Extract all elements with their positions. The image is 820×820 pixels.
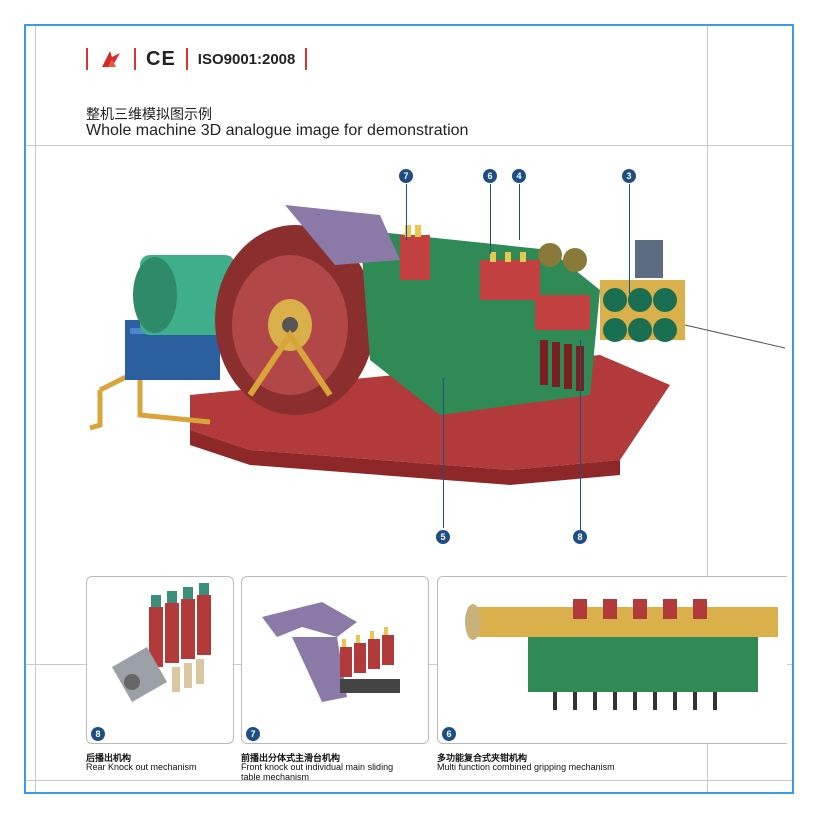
callout-leader-line	[519, 184, 520, 240]
callout-leader-line	[490, 184, 491, 254]
page-title-cn: 整机三维模拟图示例	[86, 106, 212, 122]
rear-knockout-illustration	[112, 583, 211, 702]
front-knockout-illustration	[262, 602, 400, 702]
panel-caption-cn-7: 前播出分体式主滑台机构	[241, 753, 341, 763]
grid-line	[26, 145, 792, 146]
panel-badge-6: 6	[442, 727, 456, 741]
detail-panel-front-knockout: 7	[241, 576, 429, 744]
machine-3d-illustration	[89, 205, 786, 485]
callout-badge-8: 8	[573, 530, 587, 544]
callout-badge-3: 3	[622, 169, 636, 183]
divider	[86, 48, 88, 70]
page-title-en: Whole machine 3D analogue image for demo…	[86, 122, 469, 139]
callout-badge-4: 4	[512, 169, 526, 183]
panel-badge-7: 7	[246, 727, 260, 741]
panel-caption-cn-8: 后播出机构	[86, 753, 132, 763]
callout-leader-line	[629, 184, 630, 294]
panel-caption-en-7-line2: table mechanism	[241, 772, 310, 782]
company-logo-icon	[102, 51, 120, 67]
divider	[185, 48, 188, 70]
callout-leader-line	[580, 340, 581, 530]
grid-line	[35, 26, 36, 792]
pipe-frame	[89, 365, 211, 431]
ce-mark: CE	[146, 47, 176, 70]
outer-frame	[24, 24, 794, 794]
iso-mark: ISO9001:2008	[197, 50, 296, 68]
panel-badge-8: 8	[91, 727, 105, 741]
gripping-mechanism-illustration	[465, 599, 778, 710]
callout-badge-6: 6	[483, 169, 497, 183]
callout-leader-line	[406, 184, 407, 240]
callout-badge-5: 5	[436, 530, 450, 544]
panel-caption-en-7-line1: Front knock out individual main sliding	[241, 762, 394, 772]
panel-caption-en-8: Rear Knock out mechanism	[86, 762, 197, 772]
detail-panel-gripping: 6	[437, 576, 787, 744]
panel-caption-cn-6: 多功能复合式夹钳机构	[437, 753, 528, 763]
grid-line	[26, 780, 792, 781]
divider	[305, 48, 308, 70]
divider	[134, 48, 136, 70]
grid-line	[707, 26, 708, 792]
callout-leader-line	[443, 378, 444, 528]
callout-badge-7: 7	[399, 169, 413, 183]
detail-panel-rear-knockout: 8	[86, 576, 234, 744]
certification-bar: CE ISO9001:2008	[86, 46, 308, 72]
panel-caption-en-6: Multi function combined gripping mechani…	[437, 762, 615, 772]
